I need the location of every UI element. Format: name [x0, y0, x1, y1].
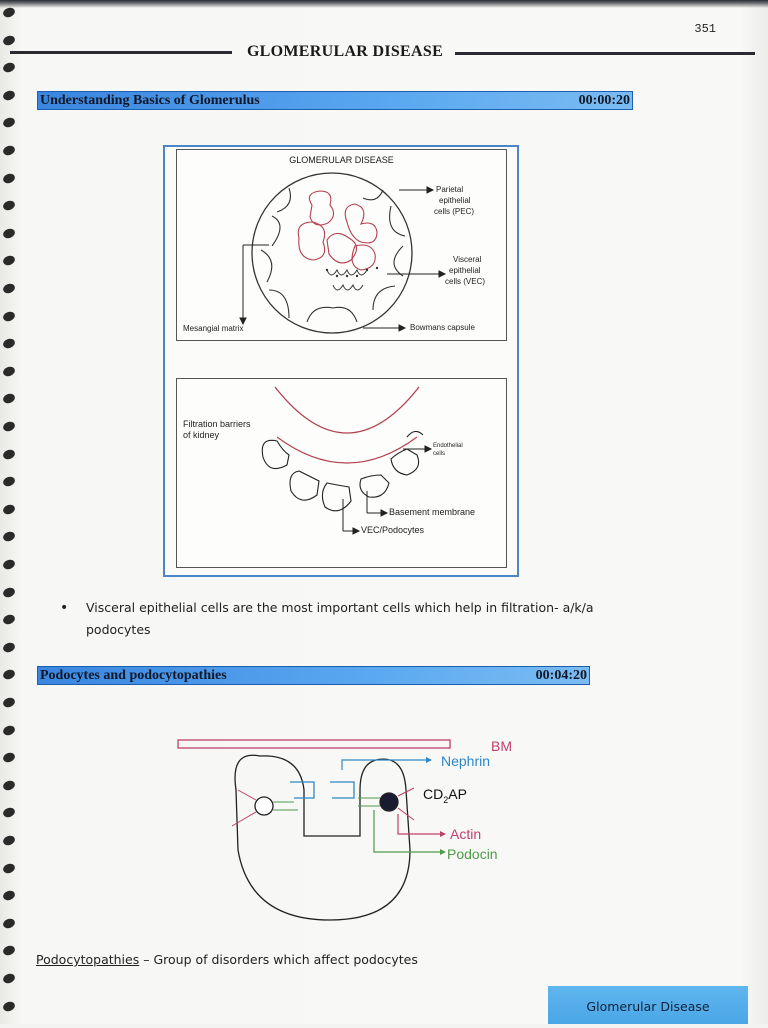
spiral-hole: [2, 917, 16, 930]
label-pec-line3: cells (PEC): [434, 207, 474, 217]
label-vec-line2: epithelial: [449, 266, 481, 276]
spiral-hole: [2, 972, 16, 985]
bm-bar: [178, 740, 450, 748]
spiral-hole: [2, 310, 16, 323]
spiral-hole: [2, 862, 16, 875]
spiral-hole: [2, 834, 16, 847]
spiral-binding: [0, 0, 22, 1024]
label-endothelial-line1: Endothelial: [433, 443, 463, 450]
spiral-hole: [2, 392, 16, 405]
spiral-hole: [2, 89, 16, 102]
definition-term: Podocytopathies: [36, 952, 139, 967]
spiral-hole: [2, 944, 16, 957]
spiral-hole: [2, 475, 16, 488]
spiral-hole: [2, 227, 16, 240]
spiral-hole: [2, 724, 16, 737]
spiral-hole: [2, 613, 16, 626]
section-title: Understanding Basics of Glomerulus: [40, 92, 260, 109]
bullet-text: Visceral epithelial cells are the most i…: [86, 597, 616, 641]
bullet-dot: •: [60, 597, 68, 619]
spiral-hole: [2, 751, 16, 764]
glomerulus-diagram: [177, 150, 506, 340]
label-filtration-line1: Filtration barriers: [183, 419, 251, 429]
spiral-hole: [2, 696, 16, 709]
filtration-diagram: [177, 379, 506, 567]
spiral-hole: [2, 282, 16, 295]
header-rule-left: [10, 51, 232, 54]
label-bm: BM: [491, 738, 512, 754]
cd2ap-main: CD: [423, 786, 443, 802]
spiral-hole: [2, 806, 16, 819]
label-vec-podocytes: VEC/Podocytes: [361, 525, 424, 535]
page-top-shadow: [0, 0, 768, 8]
label-podocin: Podocin: [447, 846, 498, 862]
filtration-panel: Filtration barriers of kidney Endothelia…: [176, 378, 507, 568]
cd2ap-tail: AP: [448, 786, 467, 802]
label-filtration-line2: of kidney: [183, 430, 219, 440]
spiral-hole: [2, 6, 16, 19]
podocytopathies-definition: Podocytopathies – Group of disorders whi…: [36, 952, 418, 967]
spiral-hole: [2, 503, 16, 516]
section-bar-podocytes: Podocytes and podocytopathies 00:04:20: [37, 666, 590, 685]
spiral-hole: [2, 172, 16, 185]
figure-frame: GLOMERULAR DISEASE: [163, 145, 519, 577]
bullet-line-1: Visceral epithelial cells are the most i…: [86, 597, 616, 619]
spiral-hole: [2, 641, 16, 654]
spiral-hole: [2, 365, 16, 378]
section-bar-basics: Understanding Basics of Glomerulus 00:00…: [37, 91, 633, 110]
spiral-hole: [2, 586, 16, 599]
bullet-line-2: podocytes: [86, 619, 616, 641]
label-nephrin: Nephrin: [441, 753, 490, 769]
label-actin: Actin: [450, 826, 481, 842]
label-pec-line2: epithelial: [439, 196, 471, 206]
label-basement-membrane: Basement membrane: [389, 507, 475, 517]
spiral-hole: [2, 420, 16, 433]
spiral-hole: [2, 558, 16, 571]
label-cd2ap: CD2AP: [423, 786, 467, 805]
label-mesangial-matrix: Mesangial matrix: [183, 324, 243, 334]
definition-text: – Group of disorders which affect podocy…: [139, 952, 418, 967]
spiral-hole: [2, 530, 16, 543]
page-header: GLOMERULAR DISEASE: [10, 43, 755, 65]
section-timestamp: 00:04:20: [536, 667, 587, 684]
spiral-hole: [2, 254, 16, 267]
label-endothelial-line2: cells: [433, 451, 445, 458]
label-bowmans-capsule: Bowmans capsule: [410, 323, 475, 333]
spiral-hole: [2, 1000, 16, 1013]
header-rule-right: [455, 52, 755, 55]
spiral-hole: [2, 668, 16, 681]
label-vec-line1: Visceral: [453, 255, 481, 265]
spiral-hole: [2, 779, 16, 792]
page-title: GLOMERULAR DISEASE: [238, 43, 452, 61]
spiral-hole: [2, 337, 16, 350]
section-title: Podocytes and podocytopathies: [40, 667, 227, 684]
label-pec-line1: Parietal: [436, 185, 463, 195]
section-timestamp: 00:00:20: [579, 92, 630, 109]
page-number: 351: [694, 22, 716, 36]
spiral-hole: [2, 199, 16, 212]
spiral-hole: [2, 448, 16, 461]
spiral-hole: [2, 889, 16, 902]
chapter-footer-tab: Glomerular Disease: [548, 986, 748, 1024]
label-vec-line3: cells (VEC): [445, 277, 485, 287]
glomerulus-panel: GLOMERULAR DISEASE: [176, 149, 507, 341]
podocyte-diagram: [170, 730, 570, 930]
spiral-hole: [2, 144, 16, 157]
spiral-hole: [2, 116, 16, 129]
